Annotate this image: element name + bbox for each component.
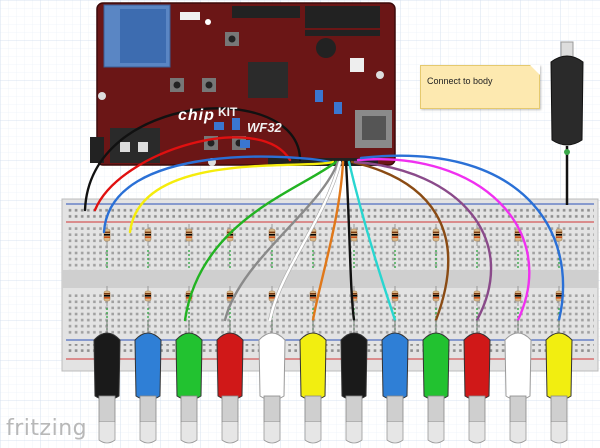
alligator-clip-icon[interactable] <box>299 320 327 444</box>
wire <box>93 136 292 212</box>
wire <box>268 160 342 322</box>
wire <box>128 160 335 234</box>
alligator-clip-icon[interactable] <box>340 320 368 444</box>
alligator-clip-icon[interactable] <box>93 320 121 444</box>
note-connect-to-body[interactable]: Connect to body <box>420 65 540 109</box>
wire <box>311 160 345 322</box>
breadboard-jumpers <box>106 250 560 330</box>
wire <box>344 160 356 322</box>
alligator-clip-icon[interactable] <box>216 320 244 444</box>
wire <box>183 160 338 322</box>
alligator-clip-icon[interactable] <box>504 320 532 444</box>
alligator-clip-icon[interactable] <box>545 320 573 444</box>
alligator-clip-icon[interactable] <box>134 320 162 444</box>
wire <box>350 160 450 322</box>
wire-bundle <box>83 107 565 322</box>
wire <box>223 160 340 322</box>
alligator-clip-icon[interactable] <box>422 320 450 444</box>
wire <box>347 160 397 322</box>
alligator-clip-icon[interactable] <box>463 320 491 444</box>
wire <box>102 155 332 234</box>
wire <box>83 107 302 212</box>
probe-clip-icon[interactable] <box>550 41 584 205</box>
fritzing-logo: fritzing <box>6 416 88 441</box>
alligator-clip-icon[interactable] <box>175 320 203 444</box>
chipkit-wf32-board[interactable] <box>90 2 396 166</box>
alligator-clip-icon[interactable] <box>258 320 286 444</box>
alligator-clip-icon[interactable] <box>381 320 409 444</box>
wire <box>359 154 565 322</box>
wire <box>356 157 531 322</box>
note-text: Connect to body <box>427 76 493 86</box>
wire <box>353 160 493 322</box>
